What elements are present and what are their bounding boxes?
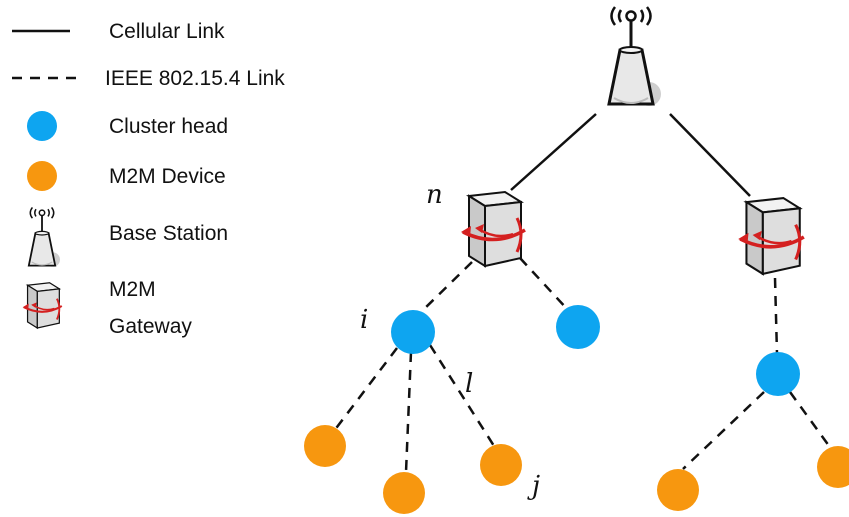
ieee-link-ch-to-device-right [788, 391, 834, 451]
base-station-icon [27, 206, 61, 268]
cellular-links [510, 113, 751, 197]
legend-m2m-device-swatch [27, 161, 57, 191]
m2m-device [657, 469, 699, 511]
m2m-gateway-icon [459, 190, 527, 268]
legend-gateway-label-line1: M2M [109, 278, 156, 301]
cellular-link-bs-to-gateway-n [510, 113, 597, 191]
m2m-device-j [480, 444, 522, 486]
m2m-devices [304, 425, 849, 514]
ieee-link-ch-to-device-left [682, 391, 765, 470]
cluster-head [556, 305, 600, 349]
m2m-gateway-icon [21, 281, 63, 330]
cluster-head [756, 352, 800, 396]
legend-ieee-label: IEEE 802.15.4 Link [105, 67, 285, 90]
m2m-device [304, 425, 346, 467]
cellular-link-bs-to-gateway-right [669, 113, 751, 197]
ieee-links [333, 257, 834, 473]
base-station-icon [607, 5, 663, 108]
legend-base-station-label: Base Station [109, 222, 228, 245]
legend-cellular-label: Cellular Link [109, 20, 225, 43]
label-n: n [426, 180, 443, 210]
legend-gateway-label-line2: Gateway [109, 315, 192, 338]
ieee-link-gateway-n-to-ch2 [519, 257, 569, 311]
cluster-head-i [391, 310, 435, 354]
ieee-link-gateway-right-to-ch [773, 277, 779, 355]
label-l: l [465, 369, 473, 399]
m2m-gateway-icon [736, 196, 806, 276]
ieee-link-i-to-device-left [333, 347, 398, 432]
m2m-device [383, 472, 425, 514]
legend-cluster-head-label: Cluster head [109, 115, 228, 138]
label-j: j [527, 471, 540, 501]
m2m-device [817, 446, 849, 488]
label-i: i [360, 305, 368, 335]
cluster-heads [391, 305, 800, 396]
legend-m2m-device-label: M2M Device [109, 165, 226, 188]
legend: Cellular Link IEEE 802.15.4 Link Cluster… [12, 20, 285, 338]
ieee-link-i-to-device-mid [404, 351, 413, 473]
legend-cluster-head-swatch [27, 111, 57, 141]
ieee-link-i-to-device-j [428, 344, 496, 447]
ieee-link-gateway-n-to-i [418, 261, 473, 315]
